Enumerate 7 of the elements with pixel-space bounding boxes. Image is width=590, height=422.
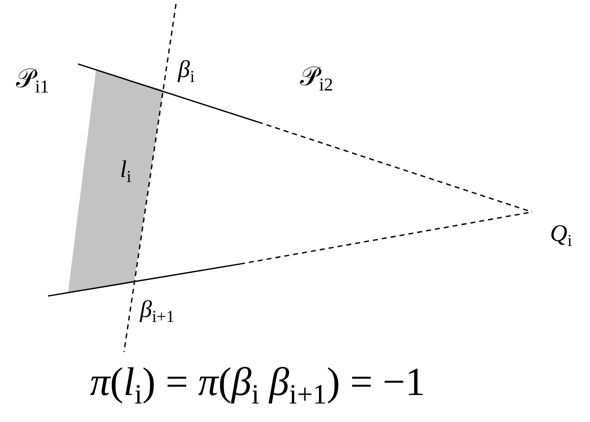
math-label: Q$_{i}$ xyxy=(550,222,572,250)
math-label: 𝒫$_{i2}$ xyxy=(300,64,334,94)
math-label: β$_{i}$ xyxy=(178,58,195,86)
math-label: β$_{i+1}$ xyxy=(140,298,174,326)
math-label: l$_{i}$ xyxy=(120,158,132,186)
math-label: 𝒫$_{i1}$ xyxy=(16,66,50,96)
equation: π(l$_{i}$) = π(β$_{i}$ β$_{i+1}$) = −1 xyxy=(90,362,426,410)
